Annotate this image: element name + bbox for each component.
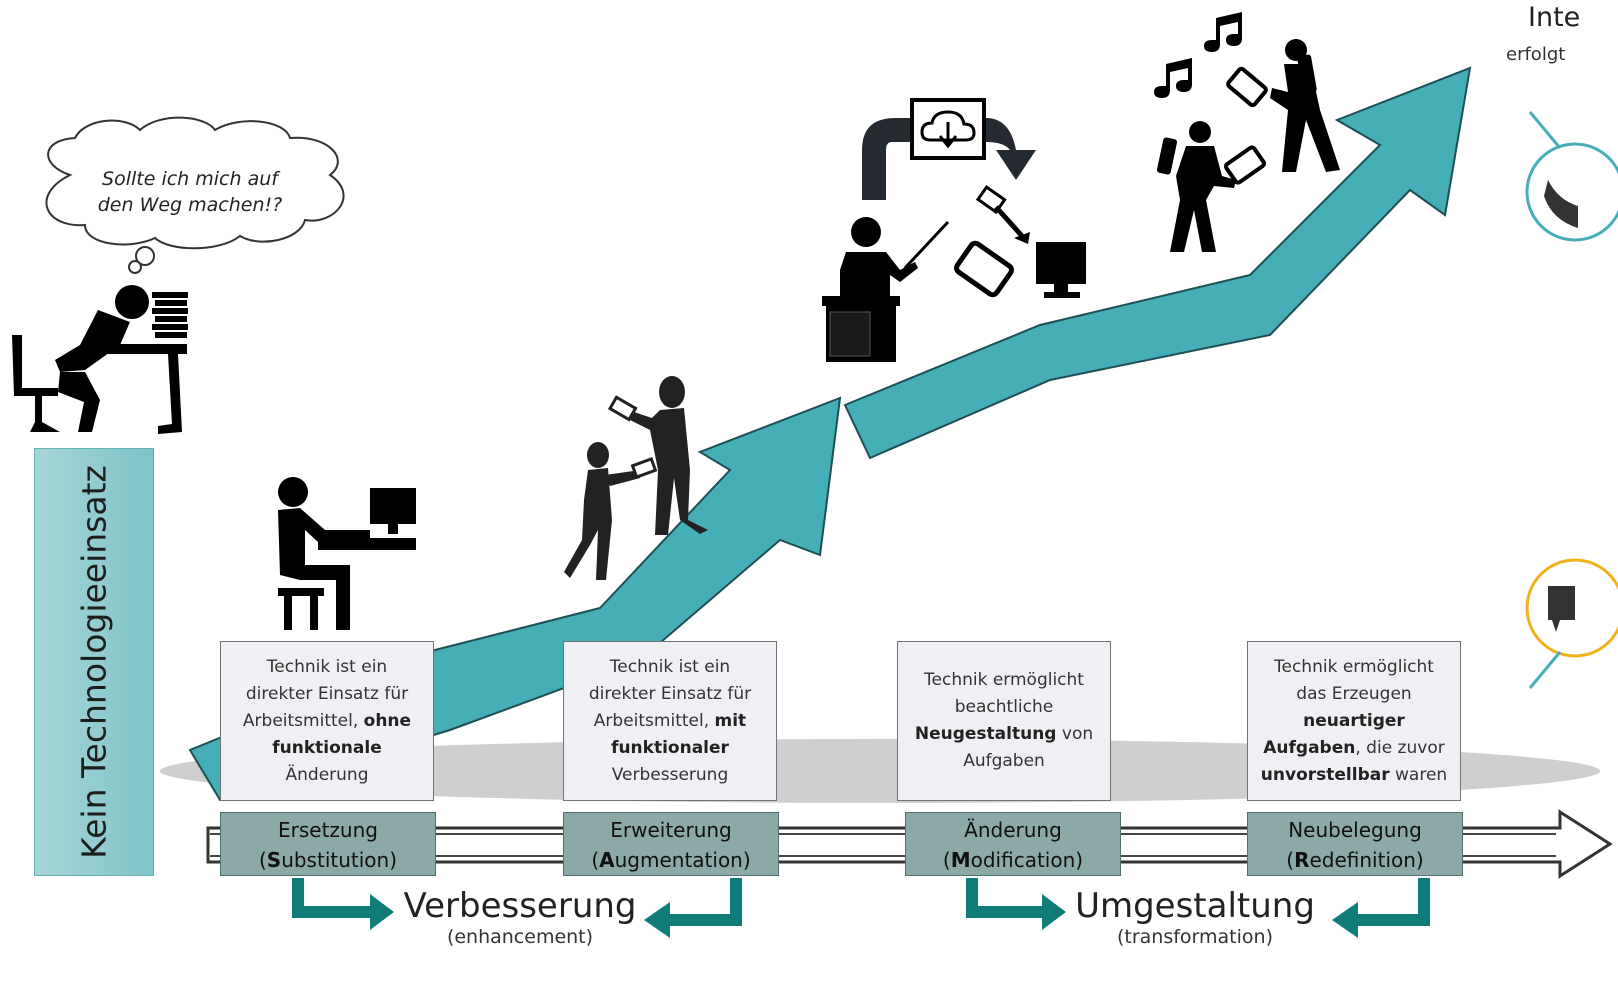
level-initial: A	[599, 848, 615, 872]
level-name: Neubelegung	[1288, 818, 1422, 842]
thought-bubble	[45, 116, 345, 274]
level-label-modification: Änderung(Modification)	[905, 812, 1121, 876]
phase-enhancement: Verbesserung (enhancement)	[400, 886, 640, 948]
level-initial: M	[950, 848, 971, 872]
thought-line-1: Sollte ich mich auf	[102, 168, 278, 190]
phase-subtitle: (transformation)	[1116, 926, 1273, 948]
no-technology-label: Kein Technologieeinsatz	[74, 465, 114, 859]
level-name: Ersetzung	[278, 818, 378, 842]
phase-title: Verbesserung	[403, 886, 637, 926]
level-label-redefinition: Neubelegung(Redefinition)	[1247, 812, 1463, 876]
top-right-subtitle: erfolgt	[1506, 44, 1566, 65]
people-tablets-music-icon	[1154, 12, 1340, 252]
enhancement-arrows	[292, 878, 1430, 926]
level-en-rest: ugmentation	[614, 848, 743, 872]
partial-circle-icons	[1525, 111, 1618, 689]
phase-title: Umgestaltung	[1075, 886, 1315, 926]
level-label-augmentation: Erweiterung(Augmentation)	[563, 812, 779, 876]
walking-people-tablets-icon	[564, 376, 708, 580]
level-en-rest: ubstitution	[281, 848, 390, 872]
top-right-title: Inte	[1528, 2, 1581, 33]
growth-arrow-upper	[843, 66, 1472, 460]
teacher-download-icon	[822, 98, 1086, 362]
frustrated-person-icon	[12, 285, 188, 434]
ground-shadow	[160, 739, 1600, 803]
phase-transformation: Umgestaltung (transformation)	[1075, 886, 1315, 948]
level-initial: S	[266, 848, 282, 872]
level-name: Erweiterung	[610, 818, 732, 842]
person-at-computer-icon	[278, 477, 416, 630]
arrow-heads	[370, 894, 1358, 938]
phase-subtitle: (enhancement)	[446, 926, 594, 948]
level-en-rest: odification	[970, 848, 1076, 872]
level-en-rest: edefinition	[1309, 848, 1416, 872]
level-initial: R	[1294, 848, 1310, 872]
thought-text: Sollte ich mich auf den Weg machen!?	[60, 166, 320, 218]
thought-line-2: den Weg machen!?	[97, 194, 283, 216]
no-technology-panel	[34, 448, 154, 876]
level-label-substitution: Ersetzung(Substitution)	[220, 812, 436, 876]
level-name: Änderung	[964, 818, 1062, 842]
